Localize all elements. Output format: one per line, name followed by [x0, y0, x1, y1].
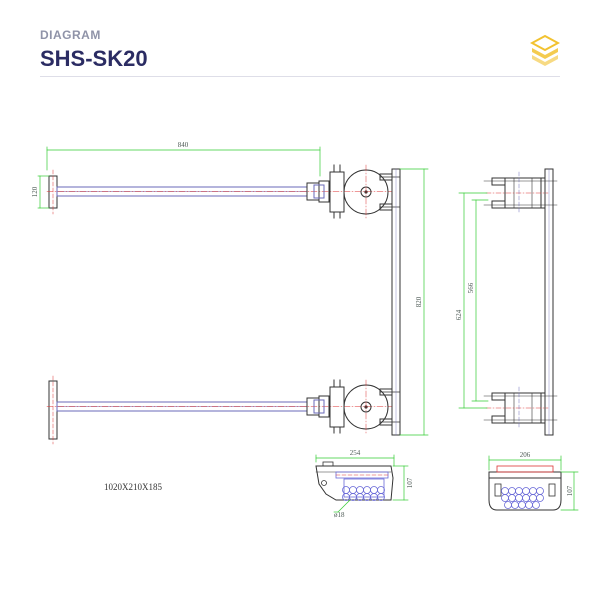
dim-dolly-end-height: 107 [566, 485, 574, 496]
side-view [483, 168, 558, 436]
side-dimensions [458, 192, 489, 409]
front-dimensions [37, 146, 429, 436]
dim-inner-span-1: 624 [455, 309, 463, 320]
dim-frame-height: 820 [415, 296, 423, 307]
diagram-header: DIAGRAM SHS-SK20 [40, 28, 560, 72]
header-divider [40, 76, 560, 77]
dim-dolly-end-width: 206 [520, 451, 531, 459]
dolly-end-dimensions [488, 455, 579, 511]
top-handle-assembly [46, 164, 401, 221]
stacked-layers-icon [530, 34, 560, 66]
diagram-title: SHS-SK20 [40, 46, 148, 71]
dim-dolly-height: 107 [406, 477, 414, 488]
bottom-handle-assembly [46, 375, 401, 445]
dim-inner-span-2: 566 [467, 282, 475, 293]
dim-dolly-length: 254 [350, 449, 361, 457]
dim-handle-length: 840 [178, 141, 189, 149]
frame-bar [391, 168, 401, 436]
dim-handle-width: 120 [31, 186, 39, 197]
diagram-kicker: DIAGRAM [40, 28, 101, 42]
dolly-dimensions [315, 454, 409, 513]
dim-roller-dia: ø18 [334, 511, 345, 519]
dolly-end-view [488, 465, 562, 511]
size-note: 1020X210X185 [104, 482, 162, 492]
dolly-side-view [315, 461, 394, 501]
